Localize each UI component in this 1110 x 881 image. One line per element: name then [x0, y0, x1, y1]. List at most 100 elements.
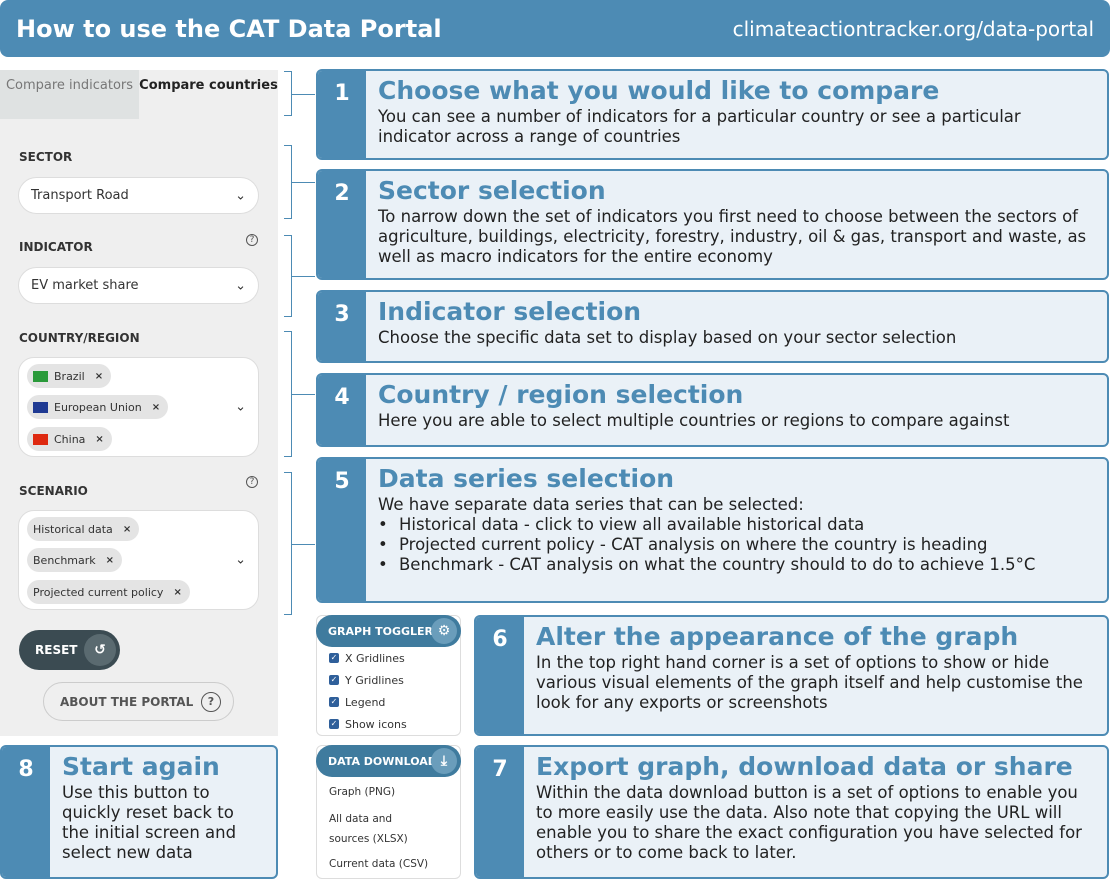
- step-text: Within the data download button is a set…: [536, 783, 1082, 862]
- checkbox-y-gridlines[interactable]: ✓ Y Gridlines: [317, 669, 460, 691]
- china-flag-icon: [33, 433, 48, 445]
- bullet-item: Projected current policy - CAT analysis …: [378, 535, 1097, 555]
- chip-historical: Historical data ×: [27, 517, 140, 541]
- sector-select[interactable]: Transport Road ⌄: [18, 177, 259, 214]
- about-label: ABOUT THE PORTAL: [60, 694, 194, 709]
- download-xlsx-link[interactable]: All data and sources (XLSX): [329, 813, 408, 845]
- step-text: Choose the specific data set to display …: [378, 328, 957, 347]
- chip-benchmark: Benchmark ×: [27, 548, 123, 572]
- help-icon[interactable]: ?: [246, 476, 258, 488]
- step-number: 8: [2, 747, 50, 877]
- chip-label: China: [54, 432, 86, 446]
- tab-compare-indicators[interactable]: Compare indicators: [0, 70, 139, 119]
- step-text: We have separate data series that can be…: [378, 495, 804, 514]
- about-portal-button[interactable]: ABOUT THE PORTAL?: [43, 682, 234, 721]
- checkbox-show-icons[interactable]: ✓ Show icons: [317, 713, 460, 735]
- checkbox-checked-icon: ✓: [329, 653, 339, 663]
- country-select[interactable]: Brazil× European Union× China× ⌄: [18, 357, 259, 457]
- data-download-title: DATA DOWNLOAD: [328, 754, 437, 768]
- bracket-connector: [284, 71, 315, 116]
- portal-url: climateactiontracker.org/data-portal: [732, 16, 1094, 41]
- scenario-label: SCENARIO: [19, 484, 88, 498]
- step-title: Alter the appearance of the graph: [536, 622, 1019, 651]
- checkbox-checked-icon: ✓: [329, 675, 339, 685]
- remove-icon[interactable]: ×: [151, 401, 161, 413]
- remove-icon[interactable]: ×: [95, 433, 104, 445]
- checkbox-x-gridlines[interactable]: ✓X Gridlines: [317, 647, 460, 669]
- chip-label: Historical data: [33, 522, 113, 536]
- chip-china: China ×: [27, 427, 112, 451]
- chip-label: European Union: [54, 400, 142, 414]
- sector-value: Transport Road: [31, 188, 129, 203]
- step-title: Indicator selection: [378, 297, 642, 326]
- data-download-header[interactable]: DATA DOWNLOAD⤓: [316, 745, 461, 777]
- step-title: Start again: [62, 752, 220, 781]
- help-icon: ?: [201, 692, 221, 712]
- bracket-connector: [284, 145, 315, 219]
- remove-icon[interactable]: ×: [173, 586, 182, 598]
- graph-toggler-panel: GRAPH TOGGLER⚙ ✓X Gridlines ✓ Y Gridlines…: [316, 615, 461, 736]
- chip-brazil: Brazil ×: [27, 364, 112, 388]
- tab-compare-countries[interactable]: Compare countries: [139, 78, 278, 93]
- checkbox-label: Show icons: [345, 717, 407, 731]
- checkbox-legend[interactable]: ✓ Legend: [317, 691, 460, 713]
- step-title: Sector selection: [378, 176, 606, 205]
- step-text: You can see a number of indicators for a…: [378, 107, 1021, 146]
- bullet-item: Historical data - click to view all avai…: [378, 515, 1097, 535]
- chip-label: Benchmark: [33, 553, 96, 567]
- download-csv-link[interactable]: Current data (CSV): [329, 858, 429, 870]
- step-text: In the top right hand corner is a set of…: [536, 653, 1083, 712]
- remove-icon[interactable]: ×: [122, 523, 132, 535]
- eu-flag-icon: [33, 401, 48, 413]
- bracket-connector: [284, 235, 315, 317]
- step-text: To narrow down the set of indicators you…: [378, 207, 1087, 266]
- brazil-flag-icon: [33, 370, 48, 382]
- indicator-value: EV market share: [31, 278, 139, 293]
- chip-label: Brazil: [54, 369, 85, 383]
- download-png-link[interactable]: Graph (PNG): [329, 786, 396, 798]
- data-download-panel: DATA DOWNLOAD⤓ Graph (PNG) All data and …: [316, 745, 461, 879]
- page-title: How to use the CAT Data Portal: [16, 14, 442, 43]
- help-icon[interactable]: ?: [246, 234, 258, 246]
- step-number: 6: [476, 617, 524, 734]
- step-title: Data series selection: [378, 464, 675, 493]
- reset-label: RESET: [35, 643, 78, 657]
- indicator-label: INDICATOR: [19, 240, 93, 254]
- step-text: Here you are able to select multiple cou…: [378, 411, 1010, 430]
- remove-icon[interactable]: ×: [94, 370, 104, 382]
- header-banner: How to use the CAT Data Portal climateac…: [0, 0, 1110, 57]
- step-5: 5 Data series selection We have separate d…: [316, 457, 1109, 603]
- step-number: 7: [476, 747, 524, 877]
- bracket-connector: [284, 472, 315, 615]
- remove-icon[interactable]: ×: [105, 554, 115, 566]
- chip-eu: European Union ×: [27, 395, 169, 419]
- step-title: Export graph, download data or share: [536, 752, 1073, 781]
- step-number: 5: [318, 459, 366, 601]
- chip-label: Projected current policy: [33, 585, 164, 599]
- graph-toggler-header[interactable]: GRAPH TOGGLER⚙: [316, 615, 461, 647]
- scenario-select[interactable]: Historical data × Benchmark × Projected cu…: [18, 510, 259, 610]
- indicator-select[interactable]: EV market share⌄: [18, 267, 259, 304]
- checkbox-label: Legend: [345, 695, 386, 709]
- step-number: 3: [318, 292, 366, 361]
- step-title: Country / region selection: [378, 380, 744, 409]
- chevron-down-icon: ⌄: [235, 188, 246, 203]
- chevron-down-icon: ⌄: [235, 552, 246, 568]
- gear-icon[interactable]: ⚙: [431, 618, 457, 644]
- undo-icon: ↺: [84, 634, 116, 666]
- step-text: Use this button to quickly reset back to…: [62, 783, 237, 862]
- checkbox-checked-icon: ✓: [329, 719, 339, 729]
- step-number: 1: [318, 71, 366, 158]
- checkbox-checked-icon: ✓: [329, 697, 339, 707]
- download-icon[interactable]: ⤓: [431, 748, 457, 774]
- graph-toggler-title: GRAPH TOGGLER: [328, 624, 434, 638]
- step-title: Choose what you would like to compare: [378, 76, 940, 105]
- reset-button[interactable]: RESET ↺: [19, 630, 120, 670]
- checkbox-label: Y Gridlines: [345, 673, 404, 687]
